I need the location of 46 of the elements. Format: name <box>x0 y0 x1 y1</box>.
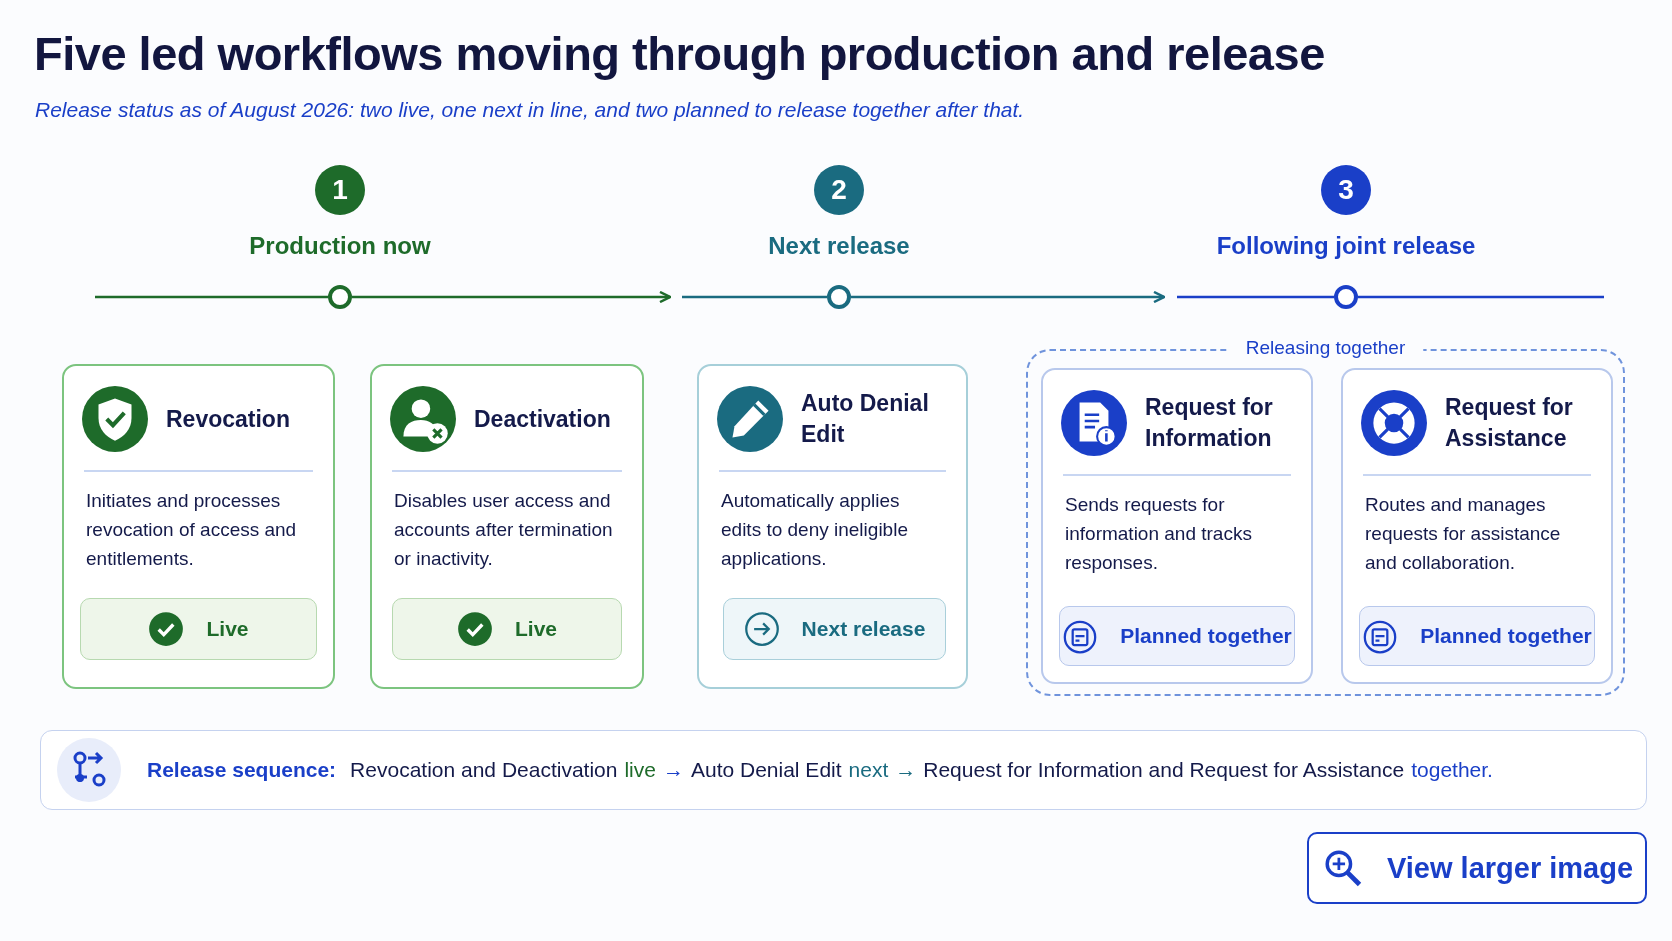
card-title: Auto Denial Edit <box>801 389 930 449</box>
subtitle: Release status as of August 2026: two live, one next in line, and two planned to release together after that. <box>35 98 1025 122</box>
stage-heading: Following joint release <box>1216 232 1476 260</box>
timeline-line <box>682 295 827 299</box>
card-description: Disables user access and accounts after termination or inactivity. <box>394 489 614 571</box>
status-label: Planned together <box>1420 624 1592 648</box>
timeline-dot <box>1334 285 1358 309</box>
workflow-card <box>370 364 644 689</box>
timeline-line <box>1177 295 1334 299</box>
stage-heading: Next release <box>768 232 910 260</box>
status-label: Live <box>515 617 557 641</box>
card-description: Initiates and processes revocation of access and entitlements. <box>86 489 298 571</box>
workflow-card <box>1041 368 1313 684</box>
status-label: Live <box>206 617 249 641</box>
timeline-arrow <box>352 290 672 304</box>
card-title: Revocation <box>166 404 291 434</box>
card-title: Request for Information <box>1145 393 1274 453</box>
status-pill <box>80 598 317 660</box>
timeline-line <box>95 295 328 299</box>
sequence-heading: Release sequence: <box>147 758 337 782</box>
timeline-dot <box>328 285 352 309</box>
status-pill <box>1359 606 1595 666</box>
workflow-card <box>1341 368 1613 684</box>
title: Five led workflows moving through production and release <box>34 26 1325 81</box>
view-larger-image-button: View larger image <box>1307 832 1647 904</box>
card-title: Request for Assistance <box>1445 393 1574 453</box>
timeline-line <box>1358 295 1604 299</box>
status-pill <box>392 598 622 660</box>
card-title: Deactivation <box>474 404 612 434</box>
timeline-arrow <box>851 290 1166 304</box>
step-number: 3 <box>1321 165 1371 215</box>
card-description: Sends requests for information and tracks responses. <box>1065 493 1253 575</box>
timeline-dot <box>827 285 851 309</box>
card-description: Routes and manages requests for assistance and collaboration. <box>1365 493 1562 575</box>
sequence-text: Revocation and Deactivation live → Auto Denial Edit next → Request for Information and Request for Assistance together. <box>350 758 1493 782</box>
sequence-banner <box>40 730 1647 810</box>
status-pill <box>1059 606 1295 666</box>
workflow-card <box>697 364 968 689</box>
status-pill <box>723 598 946 660</box>
status-label: Planned together <box>1120 624 1292 648</box>
stage-heading: Production now <box>249 232 431 260</box>
card-description: Automatically applies edits to deny ineligible applications. <box>721 489 909 571</box>
step-number: 1 <box>315 165 365 215</box>
step-number: 2 <box>814 165 864 215</box>
workflow-card <box>62 364 335 689</box>
status-label: Next release <box>801 617 926 641</box>
